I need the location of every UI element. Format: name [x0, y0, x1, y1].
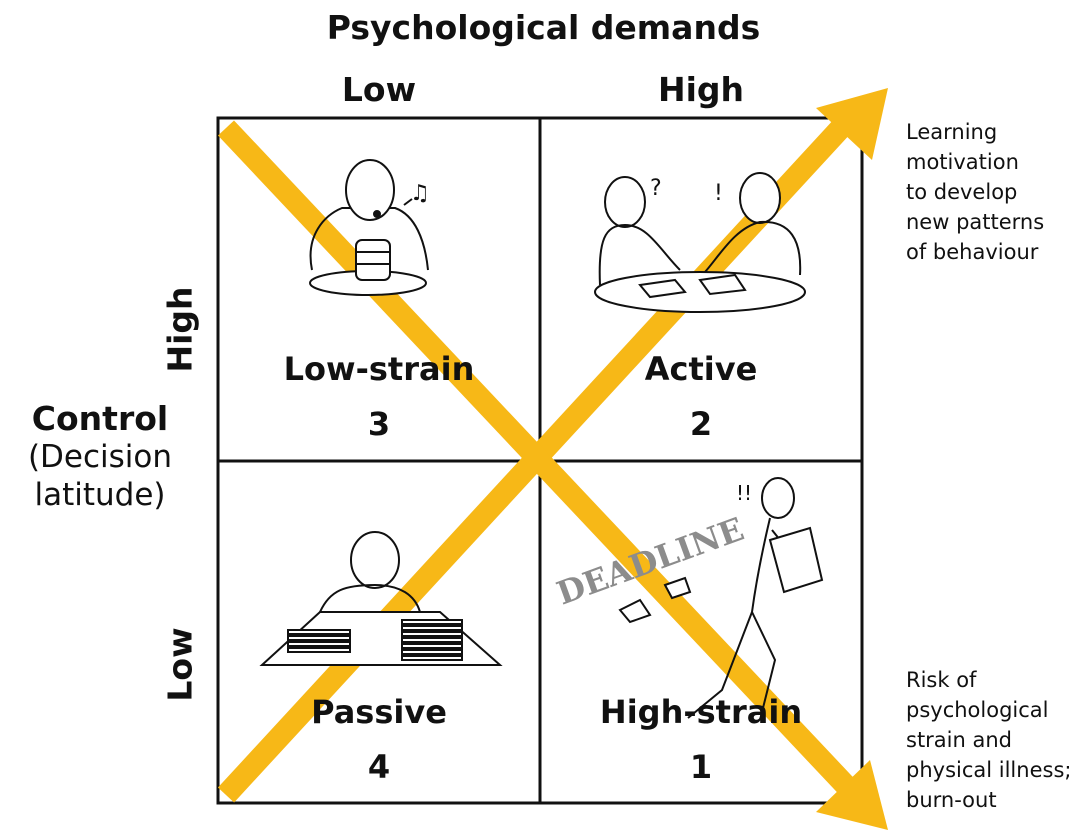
quadrant-top-right-name: Active — [644, 350, 758, 388]
quadrant-bottom-right-number: 1 — [689, 748, 713, 786]
svg-text:!!: !! — [736, 481, 752, 505]
risk-note-line: strain and — [906, 728, 1013, 752]
control-label: Control — [31, 399, 169, 438]
risk-note-line: Risk of — [906, 668, 977, 692]
diagonal-arrow-down — [217, 120, 888, 830]
discussion-illustration: ? ! — [594, 172, 806, 313]
control-sublabel-line1: (Decision — [27, 439, 173, 475]
risk-note-line: burn-out — [906, 788, 997, 812]
quadrant-bottom-right-name: High-strain — [599, 693, 803, 731]
quadrant-top-right-number: 2 — [689, 405, 713, 443]
risk-note-line: physical illness; — [906, 758, 1072, 782]
svg-text:?: ? — [650, 176, 662, 201]
column-header-low: Low — [341, 70, 417, 109]
stressed-runner-illustration: !! — [618, 477, 824, 721]
axis-title-psychological-demands: Psychological demands — [326, 8, 761, 47]
risk-note: Risk of psychological strain and physica… — [906, 665, 1071, 815]
paper-stack-right — [401, 619, 463, 661]
risk-note-line: psychological — [906, 698, 1049, 722]
passive-person-illustration — [259, 531, 503, 666]
svg-text:!: ! — [714, 181, 723, 206]
quadrant-bottom-left-name: Passive — [311, 693, 447, 731]
control-sublabel-line2: latitude) — [34, 477, 166, 513]
row-header-low: Low — [160, 627, 200, 702]
row-header-high: High — [160, 286, 200, 373]
quadrant-top-left-number: 3 — [367, 405, 391, 443]
deadline-stamp: DEADLINE — [552, 510, 749, 613]
relaxed-person-illustration: ♫ — [309, 159, 430, 296]
svg-text:♫: ♫ — [410, 181, 430, 206]
learning-note-line: Learning — [906, 120, 998, 144]
paper-stack-left — [287, 629, 351, 653]
quadrant-bottom-left-number: 4 — [367, 748, 391, 786]
learning-note-line: to develop — [906, 180, 1018, 204]
learning-note-line: of behaviour — [906, 240, 1039, 264]
quadrant-top-left-name: Low-strain — [283, 350, 475, 388]
column-header-high: High — [657, 70, 745, 109]
learning-note-line: motivation — [906, 150, 1019, 174]
learning-note-line: new patterns — [906, 210, 1045, 234]
axis-title-control: Control (Decision latitude) — [0, 400, 200, 514]
learning-note: Learning motivation to develop new patte… — [906, 117, 1044, 267]
